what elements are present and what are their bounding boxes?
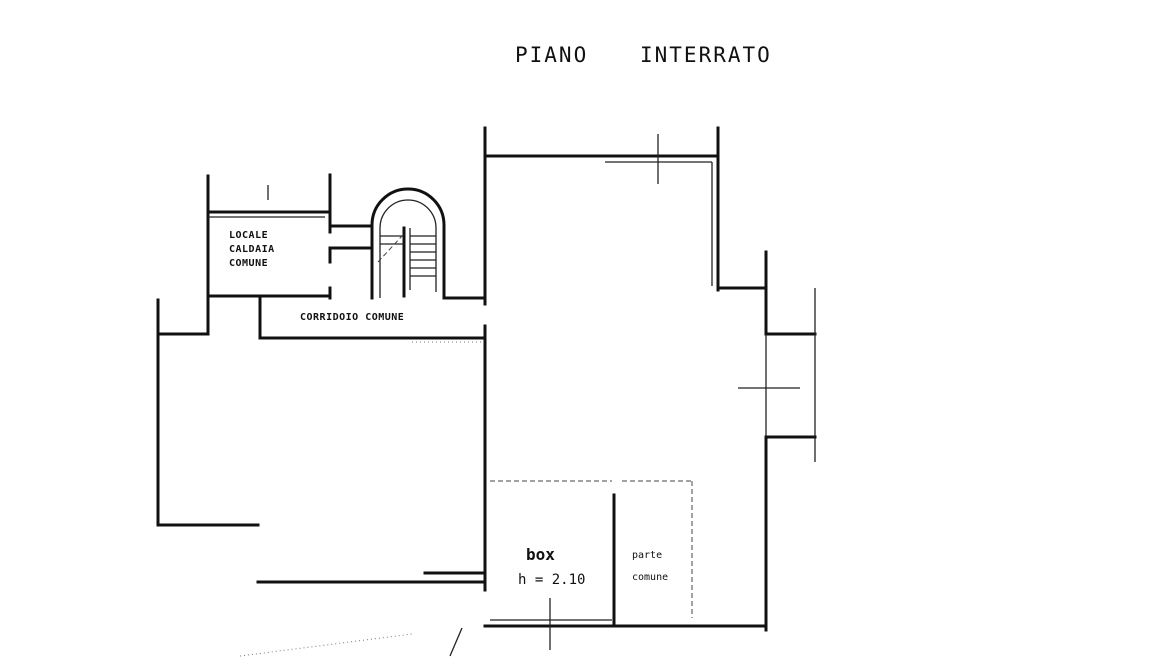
plan-title-interrato: INTERRATO xyxy=(640,43,772,67)
plan-title-piano: PIANO xyxy=(515,43,588,67)
corridor-label: CORRIDOIO COMUNE xyxy=(300,312,404,323)
box-height-label: h = 2.10 xyxy=(518,572,585,588)
box-outline xyxy=(490,480,693,650)
garage-walls xyxy=(483,126,817,632)
common-area-label-1: parte xyxy=(632,550,662,561)
common-area-label-2: comune xyxy=(632,572,668,583)
boiler-room-label-2: CALDAIA xyxy=(229,244,275,255)
boiler-room-label-1: LOCALE xyxy=(229,230,268,241)
stair-core xyxy=(328,187,487,300)
left-area-walls xyxy=(156,294,487,657)
boiler-room-walls xyxy=(206,173,332,299)
boiler-room-label-3: COMUNE xyxy=(229,258,268,269)
box-label: box xyxy=(526,545,555,564)
